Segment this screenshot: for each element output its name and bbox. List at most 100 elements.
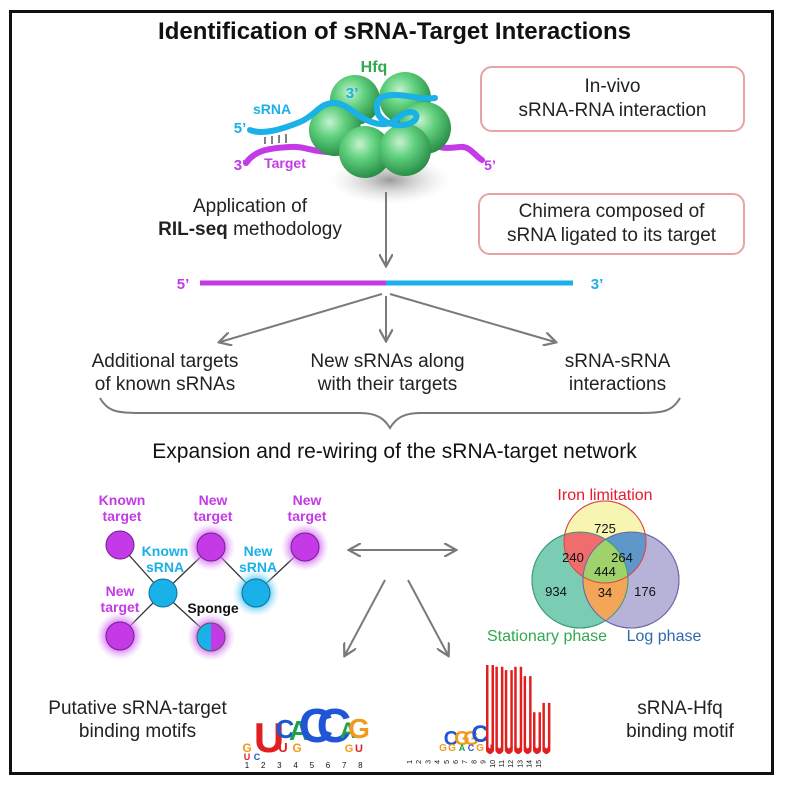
svg-text:C: C [276,714,295,744]
srna-label: sRNA [253,101,291,117]
svg-text:U: U [254,714,284,761]
right-motif-line2: binding motif [626,721,734,742]
new-target-3-label-2: target [101,599,140,615]
target-strand [243,143,333,166]
method-line1: Application of [192,196,308,217]
arrow-outcome-right [389,293,555,342]
new-target-2-label-1: New [293,492,322,508]
target-5prime: 5’ [484,157,496,173]
logo-letter-u [504,670,513,754]
new-srna-label-1: New [244,543,273,559]
chimera-line2: sRNA ligated to its target [506,225,717,246]
svg-text:C: C [468,743,475,753]
node-sponge-right [211,623,225,651]
target-3prime: 3’ [234,157,247,174]
outcome-2-line2: with their targets [317,374,458,395]
method-line2-rest: methodology [227,219,342,240]
outcome-1-line2: of known sRNAs [94,374,236,395]
right-logo-position: 11 [499,760,506,767]
arrow-outcome-left [220,293,383,342]
srna-strand [247,91,438,135]
svg-text:C: C [254,752,261,762]
right-logo-position: 3 [425,760,432,764]
svg-text:A: A [289,715,309,746]
svg-text:G: G [292,741,301,755]
logo-letter-u [514,666,523,754]
chimera-3prime: 3’ [591,276,604,293]
svg-text:U: U [278,740,287,755]
method-label: Application of RIL-seq methodology [150,195,350,241]
svg-text:G: G [439,743,447,754]
left-motif-line2: binding motifs [78,721,197,742]
left-logo-position: 6 [326,761,331,770]
right-logo-position: 8 [471,760,478,764]
left-logo-position: 4 [293,761,298,770]
hfq-hexamer [309,72,451,178]
left-logo-position: 2 [261,761,266,770]
node-known-target [105,530,135,560]
outcome-srna-srna: sRNA-sRNA interactions [510,350,725,396]
svg-text:G: G [476,743,484,754]
chimera-box: Chimera composed of sRNA ligated to its … [478,193,745,255]
new-target-1-label-1: New [199,492,228,508]
arrow-to-left-motif [345,579,386,655]
outcome-2-line1: New sRNAs along [310,351,465,372]
right-motif-line1: sRNA-Hfq [637,698,723,719]
right-logo-position: 6 [453,760,460,764]
outcome-3-line1: sRNA-sRNA [564,351,671,372]
srna-3prime: 3’ [346,85,359,102]
svg-text:G: G [454,728,470,750]
figure-title: Identification of sRNA-Target Interactio… [158,18,631,45]
right-logo-position: 2 [416,760,423,764]
svg-text:G: G [463,728,479,750]
svg-text:G: G [345,743,354,755]
right-logo-position: 9 [481,760,488,764]
known-target-label-1: Known [99,492,146,508]
svg-text:C: C [471,721,488,748]
target-label: Target [264,155,306,171]
right-logo-position: 15 [536,760,543,768]
svg-text:C: C [317,700,352,753]
arrow-to-right-motif [407,579,448,655]
new-srna-label-2: sRNA [239,559,277,575]
network-diagram [96,523,329,661]
node-new-target-1 [196,532,226,562]
right-logo-position: 5 [444,760,451,764]
in-vivo-box: In-vivo sRNA-RNA interaction [480,66,745,132]
right-motif-label: sRNA-Hfq binding motif [610,697,750,743]
left-logo-position: 1 [245,761,250,770]
left-logo-position: 3 [277,761,282,770]
venn-diagram [531,500,680,629]
venn-count-stationary-only: 934 [545,584,567,599]
right-logo-position: 13 [517,760,524,768]
svg-text:C: C [299,700,334,753]
venn-counts: 725 240 264 444 934 34 176 [545,521,656,600]
node-new-target-2 [290,532,320,562]
known-target-label-2: target [103,508,142,524]
chimera-line1: Chimera composed of [518,201,705,222]
node-known-srna [148,578,178,608]
svg-text:G: G [242,741,251,755]
left-logo-position: 7 [342,761,347,770]
svg-text:A: A [459,743,466,753]
right-sequence-logo: G C G G A G C C G U [439,721,492,754]
venn-label-log: Log phase [627,628,702,645]
venn-count-iron-log: 264 [611,550,633,565]
srna-5prime: 5’ [234,120,247,137]
svg-text:C: C [444,728,458,750]
right-logo-position: 1 [407,760,414,764]
node-sponge-left [197,623,211,651]
network-labels: Known target New target New target Known… [99,492,327,616]
node-new-target-3 [105,621,135,651]
grouping-brace [99,397,681,430]
network-subtitle: Expansion and re-wiring of the sRNA-targ… [152,440,637,463]
chimera-5prime: 5’ [177,276,190,293]
known-srna-label-1: Known [142,543,189,559]
outcome-1-line1: Additional targets [91,351,239,372]
logo-letter-u [495,666,504,754]
venn-count-stationary-log: 34 [598,585,612,600]
svg-text:G: G [448,743,456,754]
right-logo-position: 4 [435,760,442,764]
